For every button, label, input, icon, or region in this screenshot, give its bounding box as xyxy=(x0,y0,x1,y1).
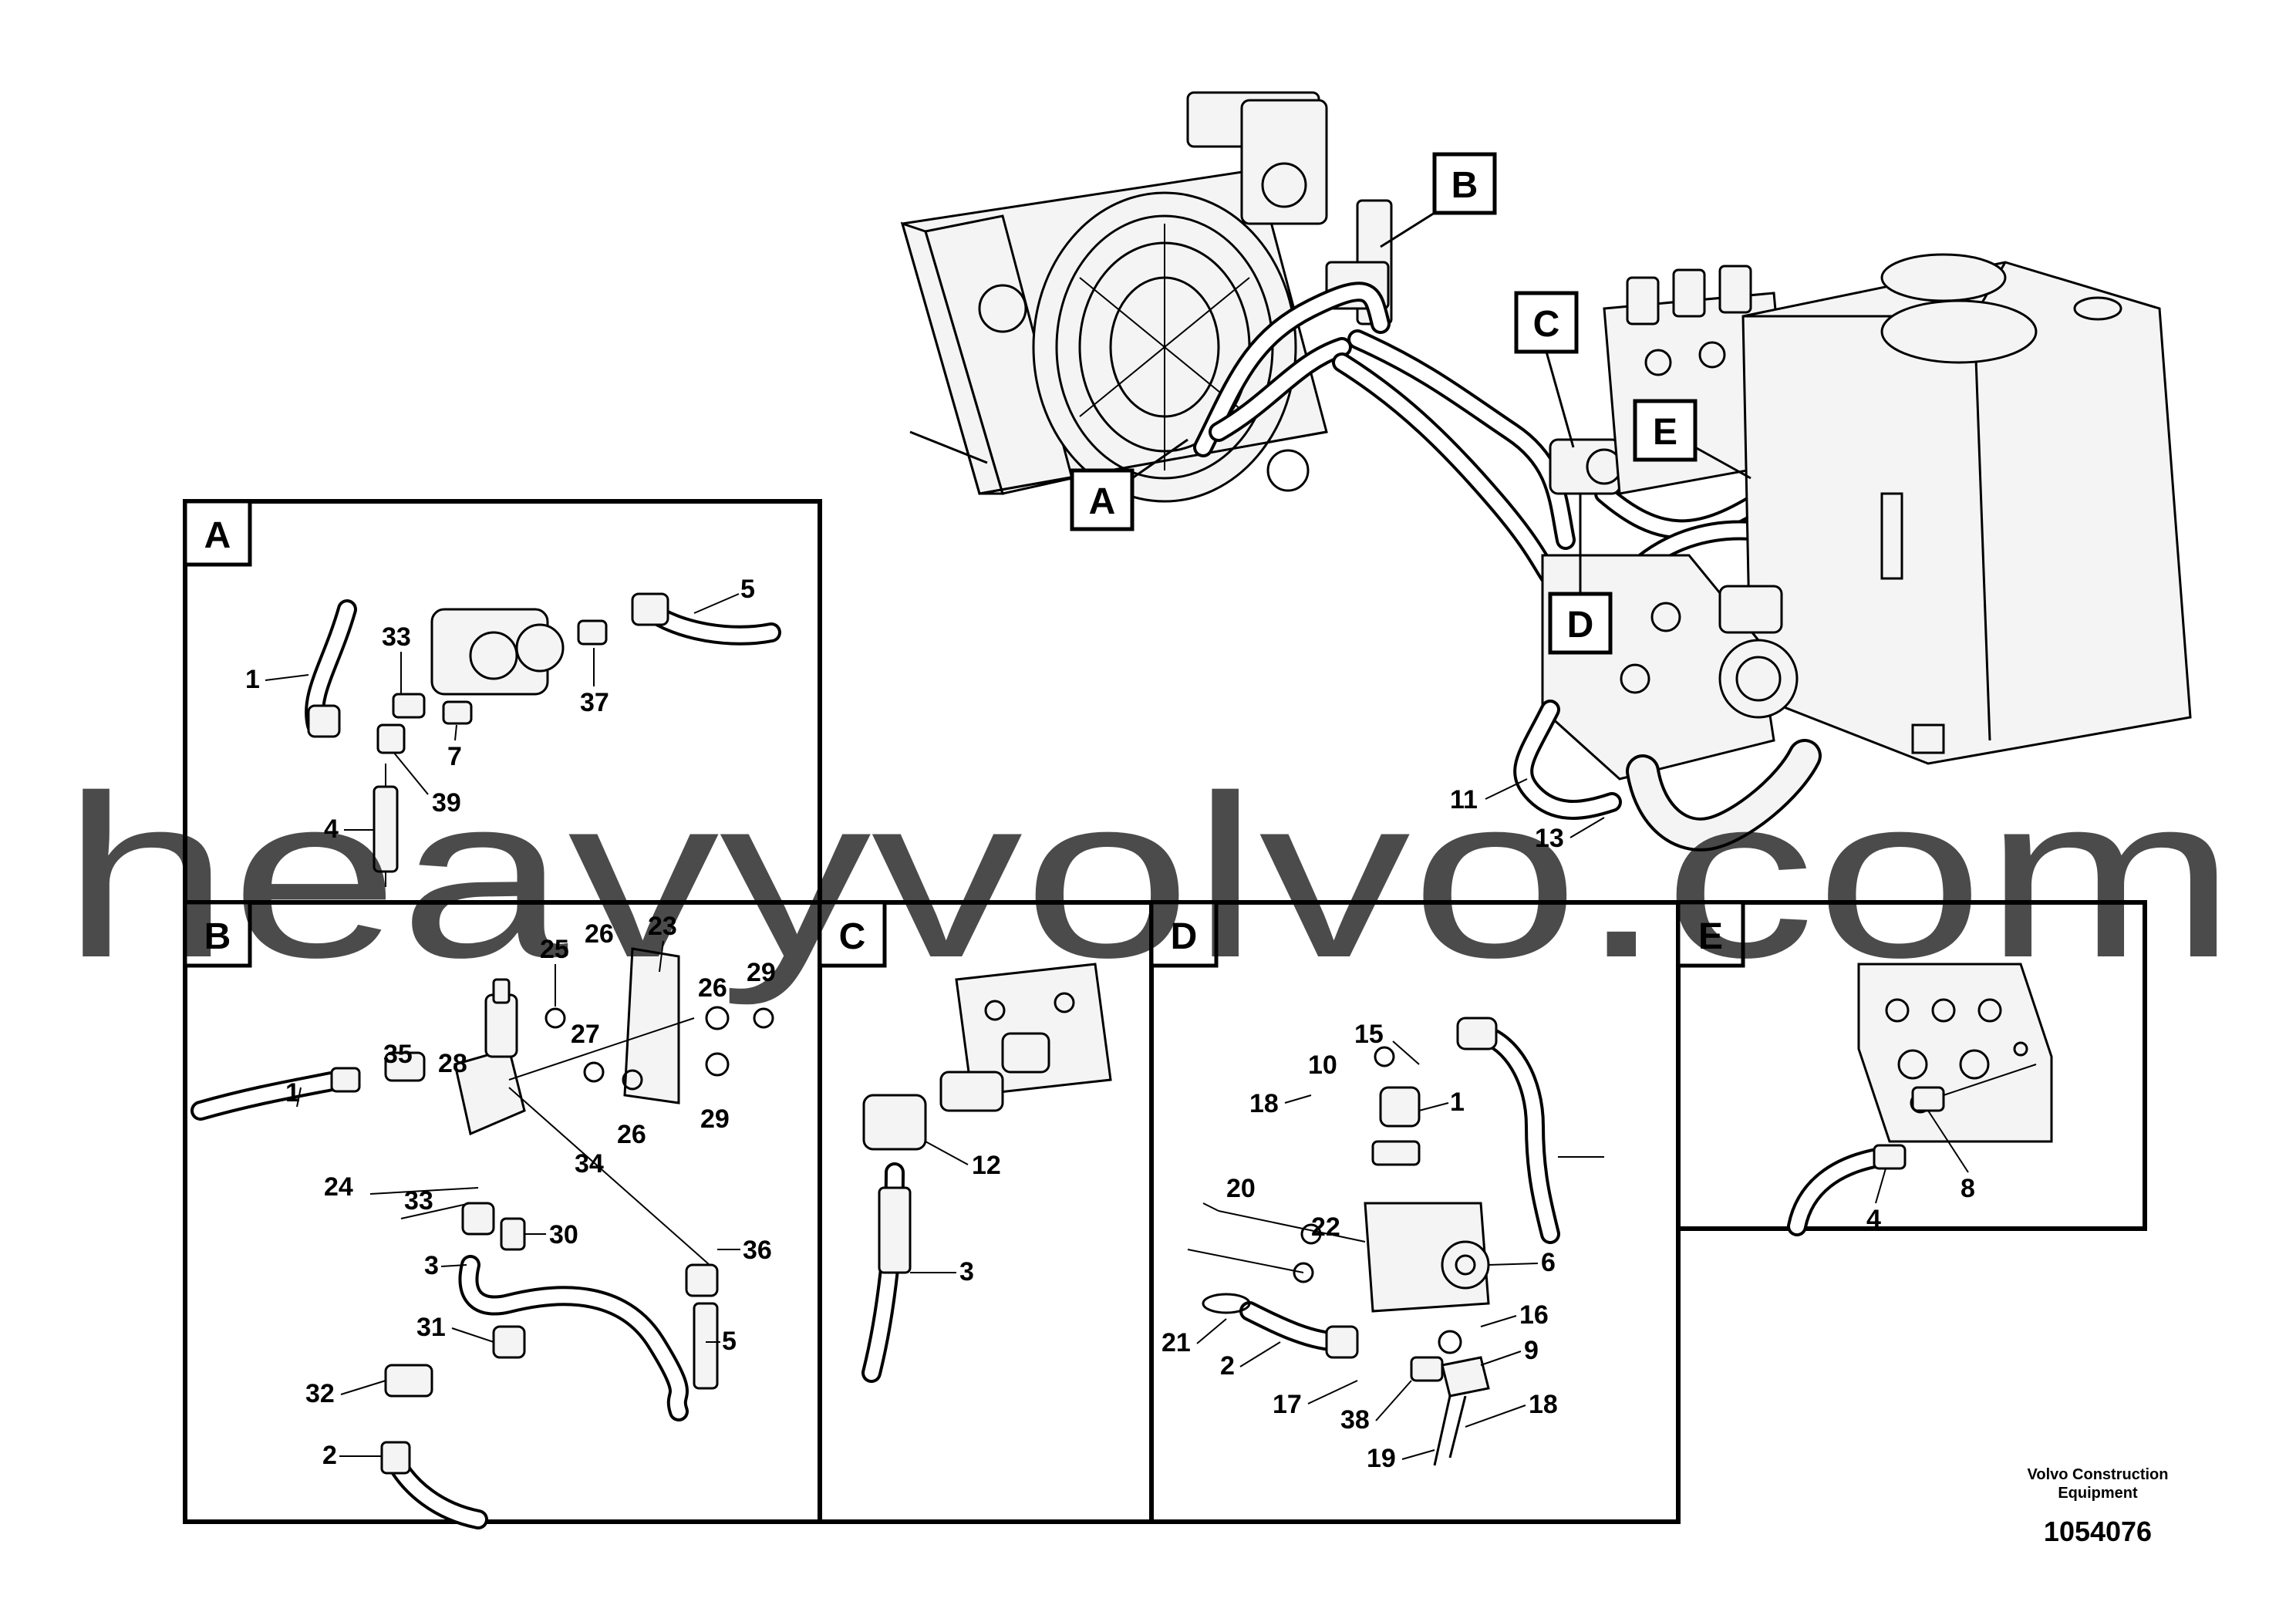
panel-A-label-1: 1 xyxy=(245,665,260,694)
overview-label-11: 11 xyxy=(1450,785,1478,814)
svg-text:A: A xyxy=(1089,481,1116,522)
callout-B: B xyxy=(1380,152,1497,248)
panel-A: A 33 5 1 37 7 39 4 xyxy=(183,499,822,905)
panel-B-label-26c: 26 xyxy=(617,1120,646,1149)
callout-A: A xyxy=(1070,438,1188,531)
panel-B-label-2: 2 xyxy=(322,1441,337,1470)
panel-A-label-7: 7 xyxy=(447,742,462,771)
panel-A-label-5: 5 xyxy=(740,575,755,604)
panel-D-label-22: 22 xyxy=(1311,1212,1340,1242)
panel-B-tag: B xyxy=(204,916,231,957)
panel-E: E 4 8 xyxy=(1676,900,2147,1236)
panel-B-label-23: 23 xyxy=(648,912,677,941)
panel-D-label-10: 10 xyxy=(1308,1050,1337,1080)
panel-D-label-21: 21 xyxy=(1161,1328,1191,1357)
panel-E-label-8: 8 xyxy=(1961,1174,1975,1203)
panel-D-label-19: 19 xyxy=(1367,1444,1396,1473)
suction-pipe xyxy=(1513,700,1822,851)
company-name-line2: Equipment xyxy=(2058,1485,2138,1502)
panel-E-tag: E xyxy=(1698,916,1723,957)
panel-B-label-32: 32 xyxy=(305,1379,335,1408)
hydraulic-tank xyxy=(1741,253,2192,765)
panel-B-label-33: 33 xyxy=(404,1186,433,1216)
svg-text:B: B xyxy=(1451,165,1478,206)
panel-D-label-15: 15 xyxy=(1354,1020,1384,1049)
callout-C: C xyxy=(1514,291,1579,448)
panel-B-label-30: 30 xyxy=(549,1220,578,1249)
panel-A-label-39: 39 xyxy=(432,788,461,818)
panel-A-label-4: 4 xyxy=(324,814,339,844)
callout-E: E xyxy=(1633,399,1752,480)
company-name-line1: Volvo Construction xyxy=(2028,1466,2169,1483)
panel-D-label-1a: 1 xyxy=(1450,1088,1465,1117)
panel-D-label-6: 6 xyxy=(1541,1248,1556,1277)
drawing-footer: Volvo Construction Equipment 1054076 xyxy=(2028,1466,2169,1547)
cooler-unit xyxy=(900,91,1328,503)
svg-text:E: E xyxy=(1653,412,1677,453)
panel-A-label-33: 33 xyxy=(382,622,411,652)
panel-D-label-16: 16 xyxy=(1519,1300,1549,1330)
panel-B-label-29a: 29 xyxy=(747,958,776,987)
panel-B-label-35: 35 xyxy=(383,1040,413,1069)
panel-D-label-20: 20 xyxy=(1226,1174,1256,1203)
pump-unit xyxy=(1549,438,1623,495)
svg-text:C: C xyxy=(1533,304,1560,345)
panel-D: D 15 10 18 1 20 22 6 21 xyxy=(1149,900,1681,1524)
panel-B-label-31: 31 xyxy=(416,1313,446,1342)
panel-D-label-9: 9 xyxy=(1524,1336,1539,1365)
panel-D-label-18: 18 xyxy=(1249,1089,1279,1118)
panel-B: B 26 23 25 2 xyxy=(183,900,822,1529)
panel-B-label-28: 28 xyxy=(438,1049,467,1078)
panel-A-label-37: 37 xyxy=(580,688,609,717)
drawing-number: 1054076 xyxy=(2044,1516,2152,1547)
panel-B-label-29b: 29 xyxy=(700,1104,730,1134)
overview-label-13: 13 xyxy=(1535,824,1564,853)
panel-B-label-3: 3 xyxy=(424,1251,439,1280)
panel-C-tag: C xyxy=(839,916,866,957)
panel-D-label-38: 38 xyxy=(1340,1405,1370,1435)
panel-B-label-27: 27 xyxy=(571,1020,600,1049)
panel-B-label-5: 5 xyxy=(722,1327,737,1356)
panel-B-label-26b: 26 xyxy=(698,973,727,1003)
watermark-text: heavyvolvo.com xyxy=(62,747,2237,1007)
panel-C-label-12: 12 xyxy=(972,1151,1001,1180)
svg-text:D: D xyxy=(1567,605,1594,646)
panel-D-label-18b: 18 xyxy=(1529,1390,1558,1419)
panel-D-label-17: 17 xyxy=(1273,1390,1302,1419)
panel-B-label-26a: 26 xyxy=(585,919,614,949)
overview-assembly: B C A E D 11 13 xyxy=(900,91,2192,853)
panel-B-label-24: 24 xyxy=(324,1172,353,1202)
panel-B-label-25: 25 xyxy=(540,935,569,964)
panel-D-tag: D xyxy=(1171,916,1198,957)
panel-A-tag: A xyxy=(204,515,231,556)
panel-B-label-34: 34 xyxy=(575,1149,604,1179)
callout-D: D xyxy=(1548,494,1613,655)
panel-C: C 12 3 xyxy=(818,900,1154,1524)
overview-hoses xyxy=(1193,282,1776,596)
panel-C-label-3: 3 xyxy=(959,1257,974,1286)
panel-D-label-2: 2 xyxy=(1220,1351,1235,1381)
panel-E-label-4: 4 xyxy=(1866,1205,1881,1234)
panel-B-label-36: 36 xyxy=(743,1236,772,1265)
panel-B-label-1: 1 xyxy=(285,1078,300,1108)
